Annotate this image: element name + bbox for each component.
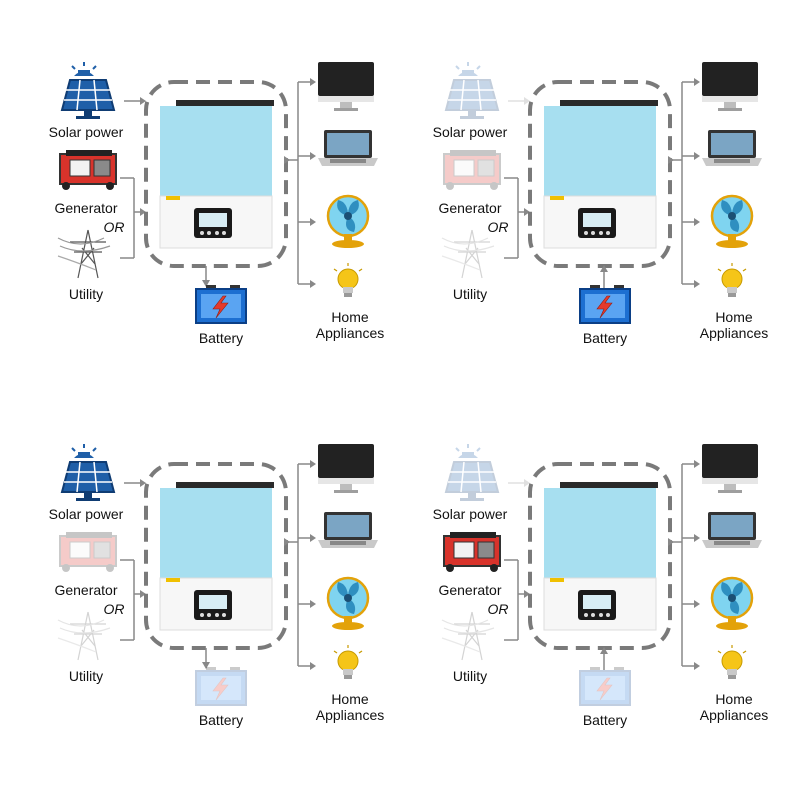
appliances-label: Appliances (699, 325, 769, 341)
battery-icon (195, 667, 247, 706)
utility-label: Utility (452, 668, 488, 684)
or-label: OR (103, 219, 125, 235)
utility-pylon-icon (441, 229, 495, 279)
solar-panel-icon (60, 444, 116, 501)
grid-bracket (120, 177, 146, 259)
solar-power-label: Solar power (432, 506, 508, 522)
monitor-icon (318, 62, 374, 111)
fan-icon (326, 576, 370, 630)
diagram-graphics (441, 62, 762, 324)
generator-label: Generator (54, 582, 118, 598)
inverter-icon (159, 100, 274, 249)
output-bus (284, 460, 316, 670)
solar-flow-arrow (508, 97, 530, 105)
laptop-icon (702, 130, 762, 166)
generator-label: Generator (438, 200, 502, 216)
panel-1: Solar power Generator OR Utility Battery… (0, 0, 400, 400)
inverter-boundary (144, 462, 288, 650)
inverter-icon (543, 482, 658, 631)
battery-flow-arrow-up (600, 647, 608, 670)
solar-panel-icon (444, 444, 500, 501)
battery-flow-arrow (202, 648, 210, 669)
solar-flow-arrow (508, 479, 530, 487)
utility-label: Utility (68, 286, 104, 302)
appliances-label: Appliances (699, 707, 769, 723)
home-label: Home (331, 309, 369, 325)
fan-icon (710, 194, 754, 248)
panel-3: Solar power Generator OR Utility Battery… (0, 382, 400, 782)
or-label: OR (487, 601, 509, 617)
grid-bracket (120, 559, 146, 641)
or-label: OR (103, 601, 125, 617)
inverter-icon (159, 482, 274, 631)
output-bus (668, 460, 700, 670)
battery-label: Battery (582, 330, 628, 346)
diagram-graphics (441, 444, 762, 706)
inverter-boundary (144, 80, 288, 268)
home-label: Home (715, 691, 753, 707)
fan-icon (326, 194, 370, 248)
laptop-icon (318, 512, 378, 548)
inverter-boundary (528, 462, 672, 650)
generator-icon (59, 532, 117, 572)
generator-label: Generator (54, 200, 118, 216)
laptop-icon (318, 130, 378, 166)
monitor-icon (702, 444, 758, 493)
generator-icon (443, 532, 501, 572)
solar-power-label: Solar power (48, 124, 124, 140)
home-label: Home (331, 691, 369, 707)
monitor-icon (702, 62, 758, 111)
solar-power-label: Solar power (48, 506, 124, 522)
solar-power-label: Solar power (432, 124, 508, 140)
utility-pylon-icon (57, 611, 111, 661)
inverter-icon (543, 100, 658, 249)
diagram-graphics (57, 62, 378, 324)
generator-icon (443, 150, 501, 190)
utility-pylon-icon (57, 229, 111, 279)
solar-panel-icon (60, 62, 116, 119)
grid-bracket (504, 177, 530, 259)
output-bus (284, 78, 316, 288)
battery-flow-arrow-up (600, 265, 608, 288)
appliances-label: Appliances (315, 325, 385, 341)
light-bulb-icon (717, 263, 747, 297)
battery-icon (579, 667, 631, 706)
panel-2: Solar power Generator OR Utility Battery… (384, 0, 784, 400)
laptop-icon (702, 512, 762, 548)
battery-label: Battery (582, 712, 628, 728)
generator-icon (59, 150, 117, 190)
generator-label: Generator (438, 582, 502, 598)
inverter-boundary (528, 80, 672, 268)
utility-pylon-icon (441, 611, 495, 661)
panel-4: Solar power Generator OR Utility Battery… (384, 382, 784, 782)
light-bulb-icon (333, 263, 363, 297)
battery-label: Battery (198, 330, 244, 346)
solar-flow-arrow (124, 479, 146, 487)
grid-bracket (504, 559, 530, 641)
appliances-label: Appliances (315, 707, 385, 723)
utility-label: Utility (68, 668, 104, 684)
battery-icon (195, 285, 247, 324)
light-bulb-icon (717, 645, 747, 679)
diagram-graphics (57, 444, 378, 706)
battery-flow-arrow (202, 266, 210, 287)
solar-panel-icon (444, 62, 500, 119)
monitor-icon (318, 444, 374, 493)
battery-label: Battery (198, 712, 244, 728)
utility-label: Utility (452, 286, 488, 302)
home-label: Home (715, 309, 753, 325)
or-label: OR (487, 219, 509, 235)
output-bus (668, 78, 700, 288)
light-bulb-icon (333, 645, 363, 679)
solar-flow-arrow (124, 97, 146, 105)
battery-icon (579, 285, 631, 324)
fan-icon (710, 576, 754, 630)
